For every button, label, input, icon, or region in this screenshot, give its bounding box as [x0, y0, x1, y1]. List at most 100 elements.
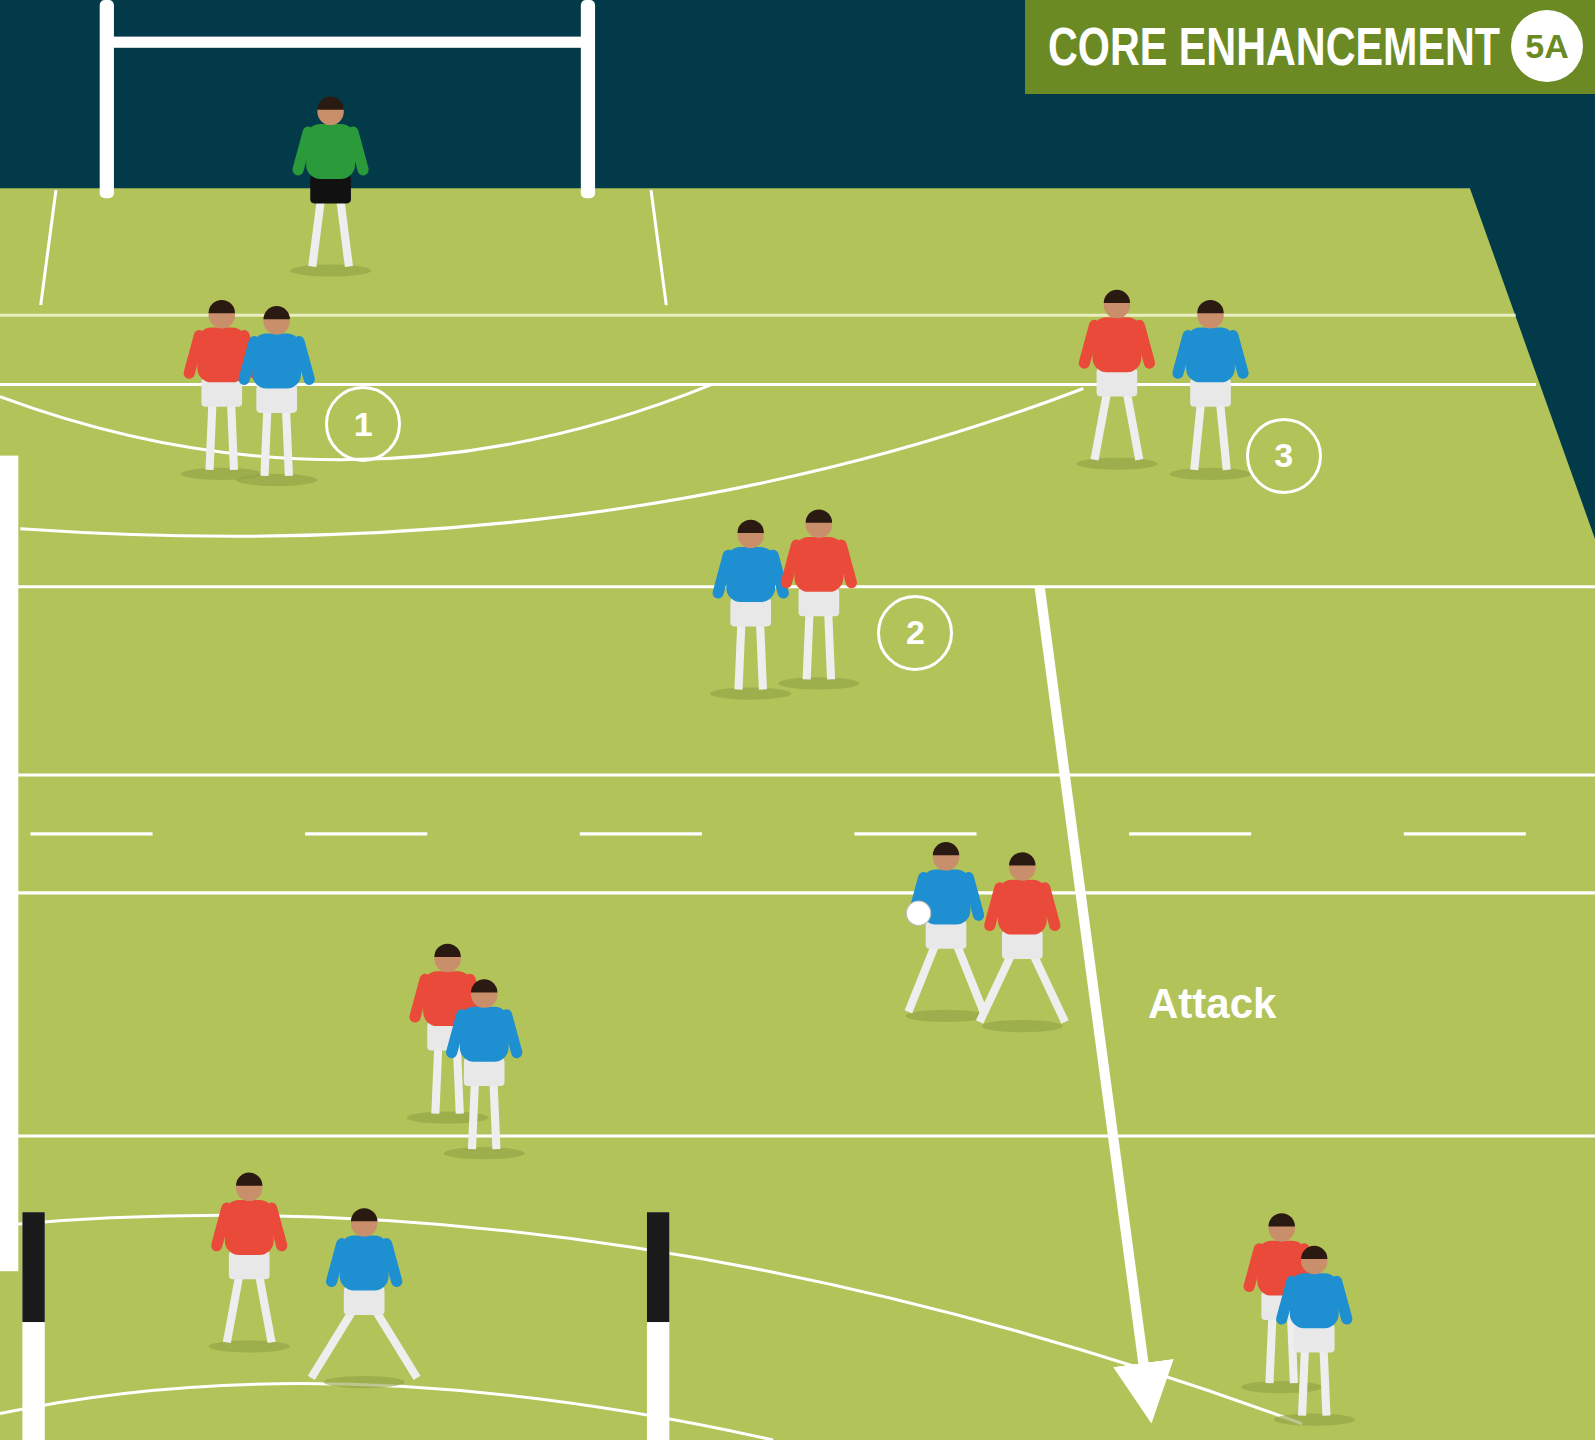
leg	[231, 399, 234, 470]
arm	[217, 1208, 227, 1246]
leg	[340, 195, 349, 266]
leg	[435, 1042, 438, 1113]
leg	[472, 1078, 475, 1149]
arm	[298, 132, 308, 170]
hair	[737, 520, 763, 533]
leg	[227, 1271, 240, 1342]
ball	[906, 901, 930, 925]
hair	[1268, 1213, 1294, 1226]
callout-number: 1	[325, 386, 401, 462]
player	[1076, 290, 1157, 470]
shadow	[710, 687, 791, 699]
leg	[1031, 951, 1065, 1022]
leg	[258, 1271, 271, 1342]
callout-number: 3	[1246, 418, 1322, 494]
leg	[980, 951, 1014, 1022]
arm	[189, 336, 199, 374]
callout-number: 2	[877, 595, 953, 671]
shorts	[344, 1286, 385, 1314]
arm	[773, 555, 783, 593]
shadow	[1170, 468, 1251, 480]
arm	[507, 1015, 517, 1053]
arm	[718, 555, 728, 593]
leg	[760, 618, 763, 689]
leg	[286, 405, 289, 476]
leg	[828, 608, 831, 679]
attack-arrow	[1040, 587, 1148, 1393]
leg	[1220, 399, 1227, 470]
arm	[415, 979, 425, 1017]
leg	[955, 941, 983, 1012]
shorts	[201, 378, 242, 406]
leg	[311, 1307, 355, 1378]
pitch-lines	[0, 190, 1595, 1440]
shadow	[444, 1147, 525, 1159]
players	[181, 97, 1355, 1426]
shorts	[256, 384, 297, 412]
goalposts-top	[100, 0, 595, 198]
player	[209, 1173, 290, 1353]
arrow-label: Attack	[1148, 980, 1276, 1028]
shorts	[229, 1251, 270, 1279]
arm	[299, 342, 309, 380]
leg	[312, 195, 321, 266]
shorts	[310, 175, 351, 203]
player	[181, 300, 262, 480]
shadow	[1076, 458, 1157, 470]
arm	[1249, 1249, 1259, 1287]
leg	[908, 941, 936, 1012]
leg	[1126, 388, 1139, 459]
shorts	[1002, 931, 1043, 959]
arm	[841, 545, 851, 583]
hair	[209, 300, 235, 313]
arm	[387, 1244, 397, 1282]
shadow	[209, 1340, 290, 1352]
arm	[1337, 1281, 1347, 1319]
leg	[1323, 1344, 1326, 1415]
shadow	[905, 1010, 986, 1022]
hair	[1009, 852, 1035, 865]
hair	[263, 306, 289, 319]
goalposts-bottom	[22, 1212, 669, 1440]
player	[778, 509, 859, 689]
player	[311, 1208, 417, 1388]
shorts	[1097, 368, 1138, 396]
hair	[351, 1208, 377, 1221]
player	[1274, 1246, 1355, 1426]
leg	[373, 1307, 417, 1378]
shadow	[1274, 1414, 1355, 1426]
sideline-flag	[0, 456, 18, 1272]
shorts	[1294, 1324, 1335, 1352]
arm	[244, 342, 254, 380]
arm	[990, 888, 1000, 926]
shorts	[799, 588, 840, 616]
arm	[1233, 336, 1243, 374]
arm	[272, 1208, 282, 1246]
shadow	[982, 1020, 1063, 1032]
leg	[493, 1078, 496, 1149]
badge-label: 5A	[1511, 10, 1583, 82]
title: CORE ENHANCEMENT	[1048, 16, 1500, 76]
hair	[317, 97, 343, 110]
hair	[806, 509, 832, 522]
arm	[1282, 1281, 1292, 1319]
arm	[1045, 888, 1055, 926]
player	[1170, 300, 1251, 480]
shadow	[290, 264, 371, 276]
arm	[786, 545, 796, 583]
leg	[1194, 399, 1201, 470]
arm	[353, 132, 363, 170]
shorts	[1190, 378, 1231, 406]
player	[905, 842, 986, 1022]
leg	[210, 399, 213, 470]
hair	[236, 1173, 262, 1186]
arm	[968, 878, 978, 916]
leg	[807, 608, 810, 679]
shorts	[926, 920, 967, 948]
shorts	[464, 1058, 505, 1086]
leg	[739, 618, 742, 689]
shadow	[236, 474, 317, 486]
leg	[1269, 1312, 1272, 1383]
